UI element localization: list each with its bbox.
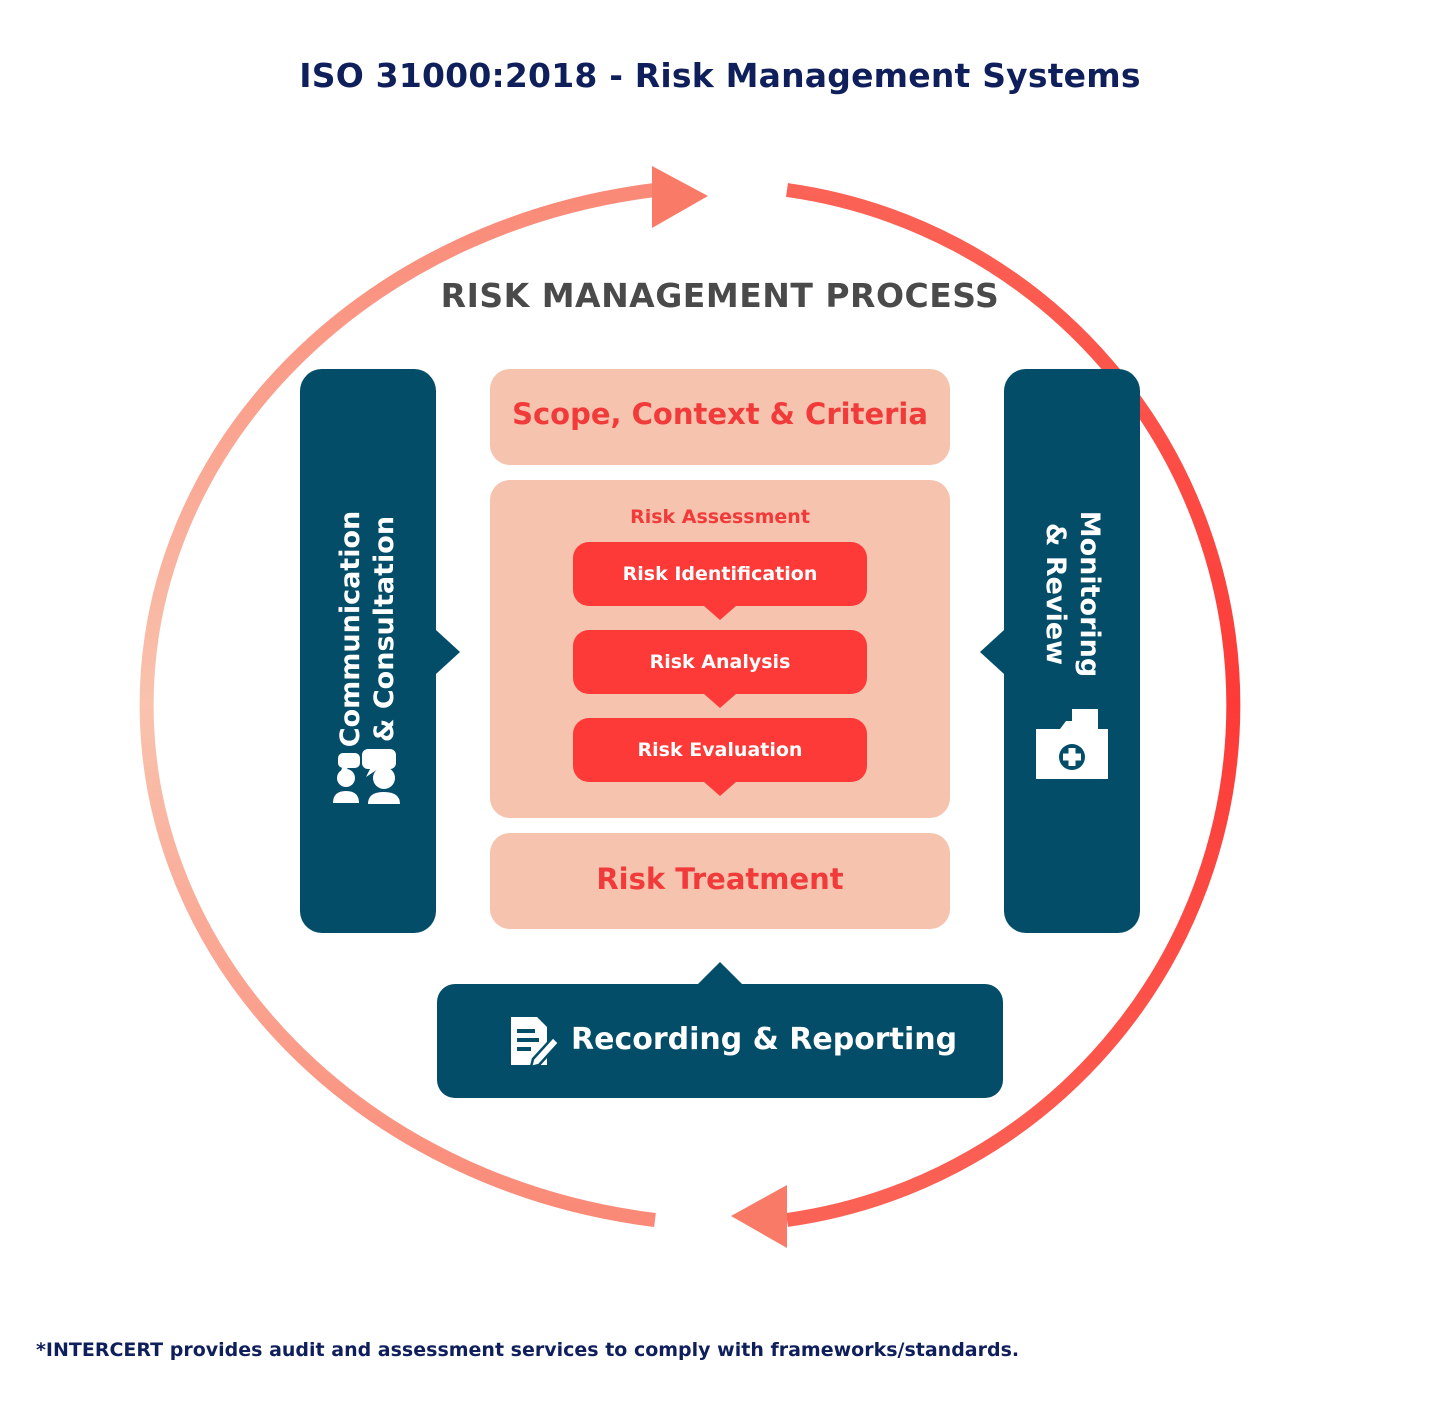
cycle-arc-right [786, 183, 1241, 1227]
step-pointer [704, 782, 736, 796]
communication-pointer [436, 630, 460, 674]
risk-evaluation-label: Risk Evaluation [637, 739, 803, 761]
communication-consultation-panel: Communication & Consultation [300, 369, 436, 933]
scope-context-criteria-label: Scope, Context & Criteria [512, 397, 928, 431]
monitoring-pointer [980, 630, 1004, 674]
risk-assessment-box: Risk Assessment Risk Identification Risk… [490, 480, 950, 818]
communication-consultation-label: Communication & Consultation [335, 510, 400, 748]
arrowhead-top-icon [652, 166, 708, 228]
page-title: ISO 31000:2018 - Risk Management Systems [299, 56, 1141, 95]
footnote: *INTERCERT provides audit and assessment… [36, 1339, 1020, 1361]
risk-identification-step: Risk Identification [573, 542, 867, 606]
risk-identification-label: Risk Identification [622, 563, 818, 585]
step-pointer [704, 606, 736, 620]
recording-reporting-box: Recording & Reporting [437, 984, 1003, 1098]
risk-analysis-label: Risk Analysis [649, 651, 791, 673]
risk-evaluation-step: Risk Evaluation [573, 718, 867, 782]
people-chat-icon [333, 749, 400, 804]
risk-analysis-step: Risk Analysis [573, 630, 867, 694]
process-heading: RISK MANAGEMENT PROCESS [440, 276, 1000, 315]
step-pointer [704, 694, 736, 708]
cycle-arc-left [139, 183, 656, 1227]
medical-folder-icon [1036, 709, 1108, 779]
arrowhead-bottom-icon [731, 1185, 787, 1248]
monitoring-review-label: Monitoring & Review [1040, 510, 1105, 678]
monitoring-review-panel: Monitoring & Review [1004, 369, 1140, 933]
risk-treatment-box: Risk Treatment [490, 833, 950, 929]
scope-context-criteria-box: Scope, Context & Criteria [490, 369, 950, 465]
recording-reporting-label: Recording & Reporting [571, 1022, 958, 1057]
recording-pointer [698, 962, 742, 984]
risk-assessment-label: Risk Assessment [630, 506, 810, 528]
risk-treatment-label: Risk Treatment [596, 862, 844, 896]
document-edit-icon [511, 1017, 561, 1069]
